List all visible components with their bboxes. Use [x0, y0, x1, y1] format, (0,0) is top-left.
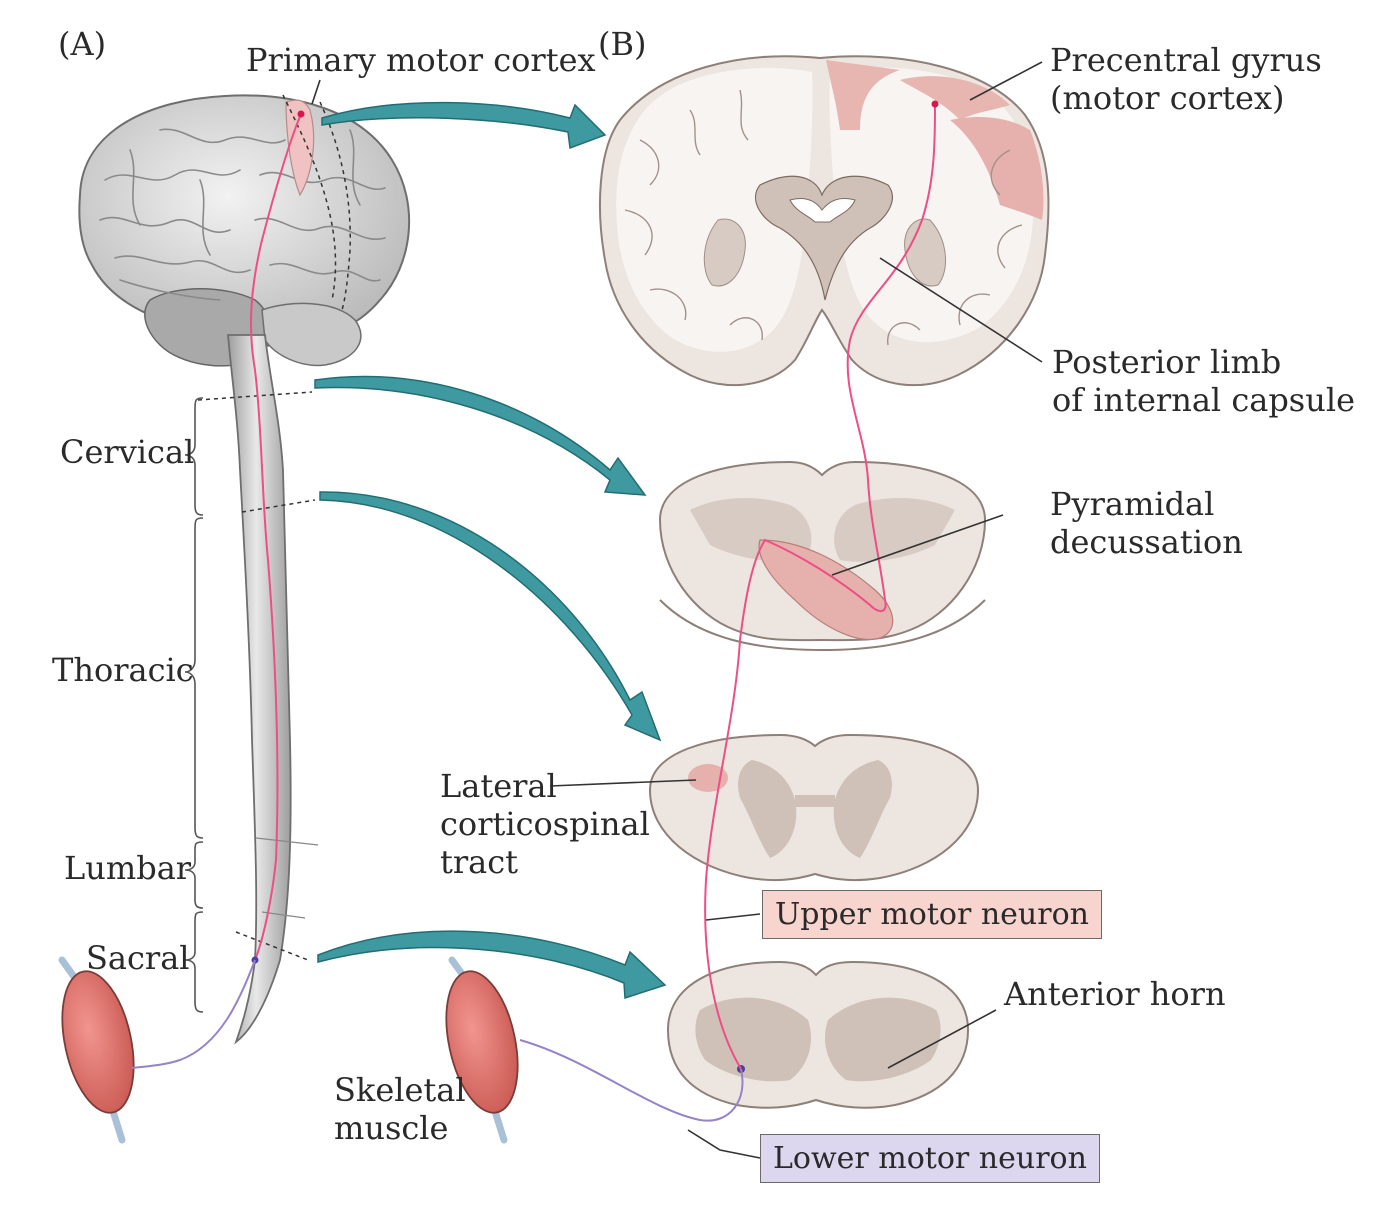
anterior-horn-label: Anterior horn — [1004, 975, 1226, 1013]
skeletal-line2: muscle — [334, 1108, 449, 1147]
spinal-cord — [197, 334, 319, 1045]
skeletal-muscle-right — [445, 956, 519, 1144]
lateral-line3: tract — [440, 842, 519, 881]
pyramidal-line2: decussation — [1050, 522, 1243, 561]
region-thoracic: Thoracic — [52, 651, 194, 689]
upper-neuron-soma-b — [931, 100, 939, 108]
medulla-section — [658, 460, 987, 652]
upper-motor-neuron-box: Upper motor neuron — [762, 890, 1102, 939]
cervical-cord-section — [648, 733, 980, 882]
lower-motor-neuron-path — [131, 959, 744, 1122]
panel-b-label: (B) — [598, 25, 647, 63]
precentral-gyrus-line2: (motor cortex) — [1050, 78, 1285, 117]
skeletal-muscle-label: Skeletal muscle — [334, 1071, 466, 1148]
posterior-limb-label: Posterior limb of internal capsule — [1052, 343, 1355, 420]
precentral-gyrus-line1: Precentral gyrus — [1050, 41, 1322, 79]
lateral-corticospinal-tract-label: Lateral corticospinal tract — [440, 767, 650, 881]
sacral-cord-section — [666, 960, 970, 1109]
pyramidal-decussation-label: Pyramidal decussation — [1050, 485, 1243, 562]
pyramidal-line1: Pyramidal — [1050, 485, 1215, 523]
skeletal-line1: Skeletal — [334, 1071, 466, 1109]
region-cervical: Cervical — [60, 433, 195, 471]
primary-motor-cortex-label: Primary motor cortex — [246, 41, 596, 79]
skeletal-muscle-left — [58, 956, 135, 1144]
region-sacral: Sacral — [86, 939, 190, 977]
lateral-line1: Lateral — [440, 767, 557, 805]
posterior-limb-line2: of internal capsule — [1052, 380, 1355, 419]
posterior-limb-line1: Posterior limb — [1052, 343, 1282, 381]
precentral-gyrus-label: Precentral gyrus (motor cortex) — [1050, 41, 1322, 118]
lateral-line2: corticospinal — [440, 804, 650, 843]
brain-lateral-view — [78, 94, 411, 367]
leader-lines — [311, 61, 1043, 1159]
upper-motor-neuron-path — [250, 103, 936, 1070]
spinal-region-brackets — [184, 397, 204, 1013]
upper-neuron-soma-a — [297, 110, 305, 118]
lower-motor-neuron-box: Lower motor neuron — [760, 1134, 1100, 1183]
transition-arrows — [314, 101, 667, 1000]
panel-a-label: (A) — [58, 25, 107, 63]
region-lumbar: Lumbar — [64, 849, 192, 887]
brain-coronal-section — [599, 55, 1050, 387]
